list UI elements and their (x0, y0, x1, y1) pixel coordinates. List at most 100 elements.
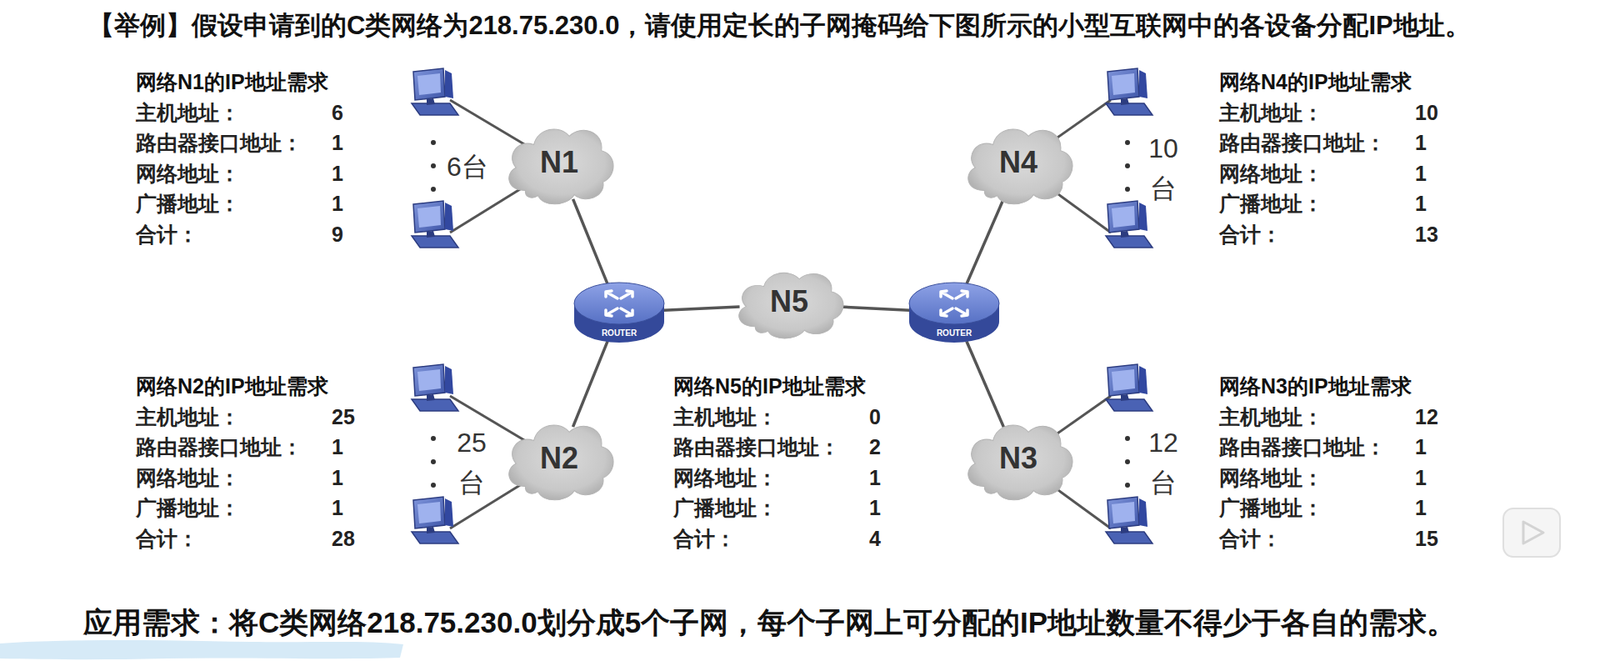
table-value: 25 (331, 404, 355, 430)
table-value: 10 (1415, 100, 1439, 125)
table-heading: 网络N1的IP地址需求 (135, 69, 329, 95)
router-arrow (940, 290, 953, 299)
router-arrow (940, 308, 953, 316)
highlight-brush (0, 640, 404, 660)
table-value: 9 (331, 221, 344, 247)
link-line (664, 306, 740, 310)
ellipsis-dot (1125, 140, 1130, 145)
computer-icon (1105, 364, 1153, 411)
table-key: 路由器接口地址： (673, 434, 840, 460)
table-value: 28 (331, 525, 355, 551)
table-value: 1 (1415, 160, 1427, 186)
table-heading: 网络N5的IP地址需求 (673, 373, 866, 399)
table-key: 路由器接口地址： (1219, 434, 1386, 460)
link-line (838, 306, 910, 310)
table-key: 合计： (673, 525, 736, 551)
router-top (909, 282, 1000, 325)
computer-icon (411, 364, 459, 411)
table-key: 合计： (1219, 525, 1282, 551)
table-heading: 网络N3的IP地址需求 (1219, 373, 1412, 399)
table-key: 网络地址： (1219, 465, 1324, 490)
network-cloud: N5 (730, 263, 849, 345)
ellipsis-dot (430, 482, 436, 488)
network-cloud: N2 (500, 414, 619, 508)
table-key: 路由器接口地址： (135, 434, 303, 460)
link-line (966, 340, 1004, 427)
host-wires (450, 100, 1111, 529)
table-key: 网络地址： (673, 465, 778, 490)
table-key: 主机地址： (673, 404, 778, 430)
table-value: 15 (1415, 525, 1439, 551)
network-name: N5 (770, 285, 809, 319)
table-value: 1 (331, 434, 344, 460)
table-key: 主机地址： (135, 404, 240, 430)
table-key: 合计： (1219, 221, 1282, 247)
network-name: N3 (999, 441, 1038, 475)
table-value: 2 (869, 434, 881, 460)
ellipsis-dot (1125, 163, 1130, 169)
table-value: 0 (869, 404, 881, 430)
table-value: 4 (869, 525, 881, 551)
router-arrow (955, 308, 968, 316)
link-line (966, 199, 1004, 285)
table-value: 1 (1415, 190, 1427, 216)
link-line (573, 341, 608, 427)
network-name: N1 (540, 145, 579, 180)
cloud-outline (509, 129, 614, 205)
host-count: 12 台 (1145, 422, 1181, 503)
router-label: ROUTER (601, 328, 637, 338)
computers (411, 68, 1153, 544)
table-key: 路由器接口地址： (135, 130, 303, 155)
table-value: 1 (869, 465, 881, 490)
router-arrow (620, 308, 633, 316)
network-name: N4 (999, 145, 1038, 180)
router-arrow (605, 290, 618, 299)
router-arrow (605, 308, 618, 316)
ellipsis-dot (430, 459, 436, 465)
table-key: 合计： (135, 525, 199, 551)
table-value: 6 (331, 100, 344, 125)
table-value: 1 (331, 130, 344, 155)
computer-icon (1105, 496, 1153, 544)
table-key: 广播地址： (1219, 495, 1324, 520)
ellipsis-dot (1125, 459, 1130, 465)
title-text: 【举例】假设申请到的C类网络为218.75.230.0，请使用定长的子网掩码给下… (88, 10, 1471, 41)
table-key: 广播地址： (135, 495, 240, 520)
table-value: 1 (1415, 434, 1427, 460)
computer-icon (1105, 68, 1153, 115)
table-value: 1 (1415, 495, 1427, 520)
host-count: 25 台 (454, 422, 490, 503)
table-heading: 网络N2的IP地址需求 (135, 373, 329, 399)
table-key: 网络地址： (1219, 160, 1324, 186)
network-cloud: N4 (959, 118, 1078, 212)
router-icon: ROUTER (572, 280, 666, 345)
cloud-outline (739, 272, 844, 339)
caption-text: 应用需求：将C类网络218.75.230.0划分成5个子网，每个子网上可分配的I… (83, 605, 1456, 640)
cloud-outline (968, 425, 1073, 500)
network-name: N2 (540, 441, 579, 475)
network-cloud: N1 (500, 118, 619, 212)
table-value: 1 (331, 495, 344, 520)
table-heading: 网络N4的IP地址需求 (1219, 69, 1412, 95)
table-key: 主机地址： (135, 100, 240, 125)
router-top (574, 282, 665, 325)
ellipsis-dot (1125, 435, 1130, 441)
host-count: 10 台 (1145, 128, 1181, 209)
router-label: ROUTER (936, 328, 972, 338)
computer-icon (411, 496, 459, 544)
table-key: 广播地址： (135, 190, 240, 216)
computer-icon (1105, 200, 1153, 248)
table-key: 主机地址： (1219, 100, 1324, 125)
network-cloud: N3 (959, 414, 1078, 508)
table-key: 广播地址： (1219, 190, 1324, 216)
ellipsis-dot (430, 140, 436, 145)
ellipsis-dot (430, 163, 436, 169)
table-key: 网络地址： (135, 465, 240, 490)
link-line (573, 199, 608, 284)
table-key: 路由器接口地址： (1219, 130, 1386, 155)
table-value: 13 (1415, 221, 1439, 247)
table-value: 1 (1415, 130, 1427, 155)
ellipsis-dot (1125, 482, 1130, 488)
computer-icon (411, 68, 459, 115)
